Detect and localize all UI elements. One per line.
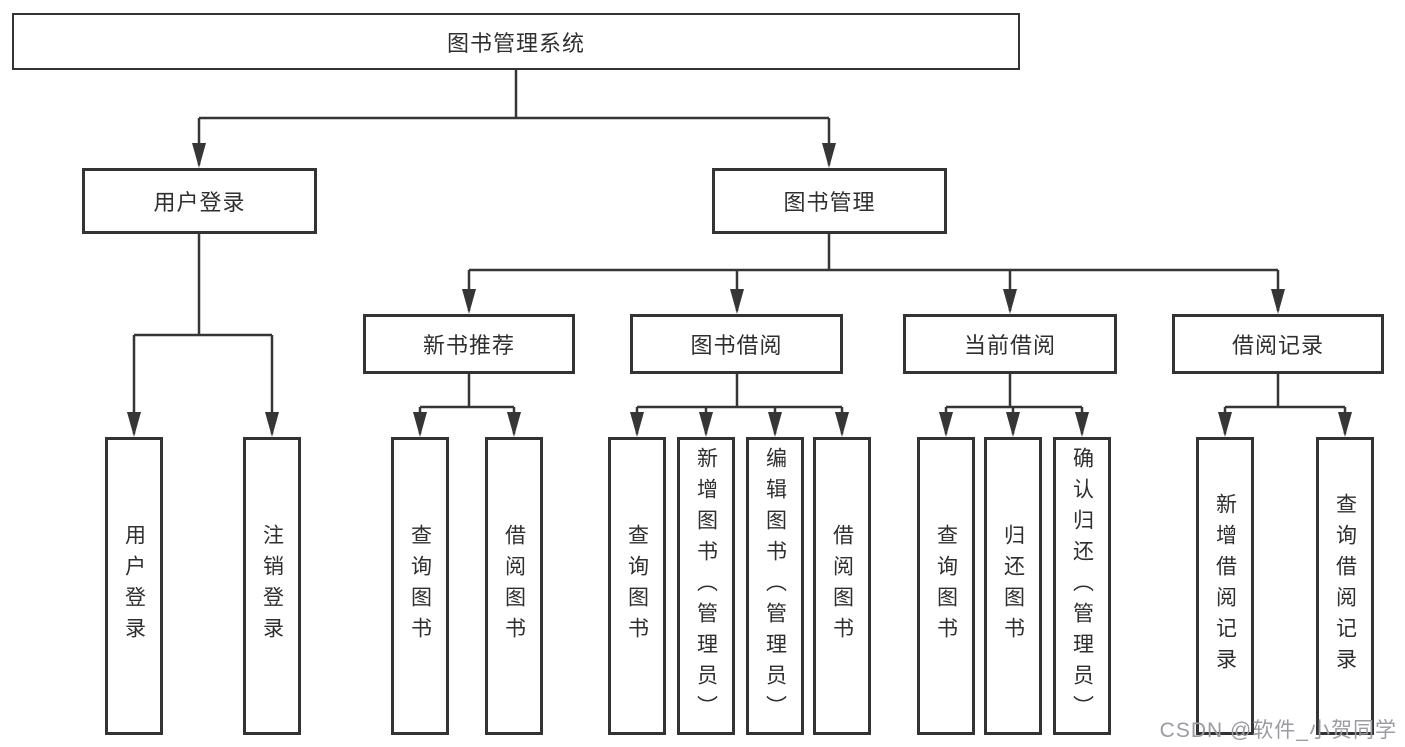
leaf-borrow-books-label: 借阅图书 xyxy=(830,524,854,648)
leaf-logout: 注销登录 xyxy=(243,437,301,735)
leaf-query-books-recommend: 查询图书 xyxy=(391,437,449,735)
leaf-add-books-admin-label: 新增图书（管理员） xyxy=(694,446,718,726)
node-root-label: 图书管理系统 xyxy=(446,30,585,56)
leaf-query-books-current: 查询图书 xyxy=(917,437,975,735)
leaf-confirm-return-admin: 确认归还（管理员） xyxy=(1053,437,1111,735)
arrowhead-icons xyxy=(127,143,1352,437)
connector-new-book-branch xyxy=(418,373,516,434)
connector-book-borrow-branch xyxy=(635,373,844,434)
leaf-query-books-borrow-label: 查询图书 xyxy=(625,524,649,648)
leaf-borrow-books-recommend: 借阅图书 xyxy=(485,437,543,735)
connector-user-login-branch xyxy=(132,233,274,434)
node-new-book-recommend-label: 新书推荐 xyxy=(422,333,515,358)
leaf-return-books: 归还图书 xyxy=(984,437,1042,735)
leaf-edit-books-admin-label: 编辑图书（管理员） xyxy=(763,446,787,726)
node-new-book-recommend: 新书推荐 xyxy=(363,314,575,374)
node-book-management-label: 图书管理 xyxy=(783,190,876,215)
node-current-borrow: 当前借阅 xyxy=(903,314,1117,374)
leaf-add-borrow-record: 新增借阅记录 xyxy=(1196,437,1254,735)
leaf-user-login: 用户登录 xyxy=(105,437,163,735)
leaf-borrow-books: 借阅图书 xyxy=(813,437,871,735)
leaf-user-login-label: 用户登录 xyxy=(122,524,146,648)
leaf-confirm-return-admin-label: 确认归还（管理员） xyxy=(1070,446,1094,726)
leaf-query-books-current-label: 查询图书 xyxy=(934,524,958,648)
node-book-management: 图书管理 xyxy=(712,168,947,234)
leaf-query-books-recommend-label: 查询图书 xyxy=(408,524,432,648)
connector-book-mgmt-branch xyxy=(467,233,1280,311)
node-borrow-records-label: 借阅记录 xyxy=(1231,333,1324,358)
watermark: CSDN @软件_小贺同学 xyxy=(1159,719,1397,742)
leaf-borrow-books-recommend-label: 借阅图书 xyxy=(502,524,526,648)
node-current-borrow-label: 当前借阅 xyxy=(963,333,1056,358)
node-root: 图书管理系统 xyxy=(12,13,1020,70)
connector-root-branch xyxy=(197,69,831,165)
node-book-borrow: 图书借阅 xyxy=(630,314,843,374)
leaf-query-borrow-record: 查询借阅记录 xyxy=(1316,437,1374,735)
node-user-login-label: 用户登录 xyxy=(153,190,246,215)
leaf-query-books-borrow: 查询图书 xyxy=(608,437,666,735)
leaf-query-borrow-record-label: 查询借阅记录 xyxy=(1333,493,1357,679)
node-borrow-records: 借阅记录 xyxy=(1172,314,1384,374)
leaf-add-books-admin: 新增图书（管理员） xyxy=(677,437,735,735)
leaf-logout-label: 注销登录 xyxy=(260,524,284,648)
node-book-borrow-label: 图书借阅 xyxy=(690,333,783,358)
leaf-return-books-label: 归还图书 xyxy=(1001,524,1025,648)
leaf-add-borrow-record-label: 新增借阅记录 xyxy=(1213,493,1237,679)
node-user-login: 用户登录 xyxy=(82,168,317,234)
leaf-edit-books-admin: 编辑图书（管理员） xyxy=(746,437,804,735)
connector-borrow-records-branch xyxy=(1223,373,1347,434)
